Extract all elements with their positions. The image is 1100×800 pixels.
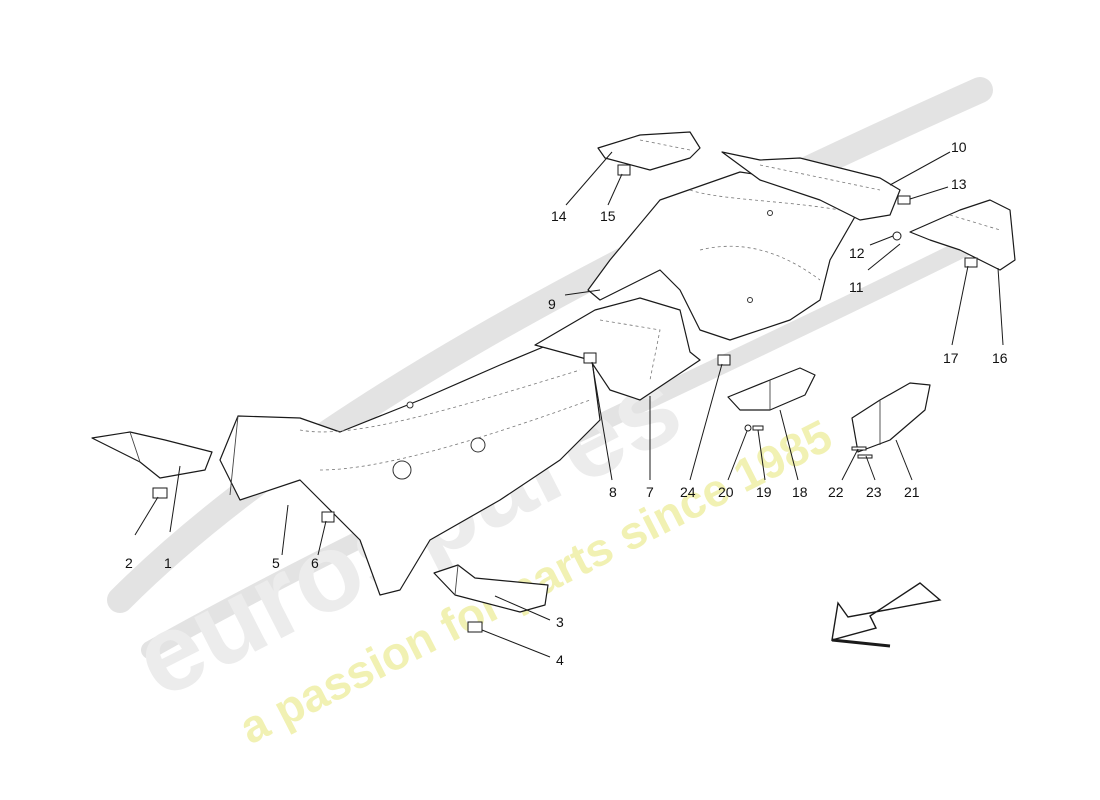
callout-23: 23 [866,484,882,500]
bolt-part-23 [857,454,873,459]
callout-9: 9 [548,296,556,312]
heat-shield-part-5 [219,339,601,596]
heat-shield-part-14 [597,131,701,171]
heat-shield-part-7 [534,297,701,401]
clip-part-13 [897,195,911,205]
callout-3: 3 [556,614,564,630]
callout-4: 4 [556,652,564,668]
clip-part-6 [321,511,335,523]
callout-20: 20 [718,484,734,500]
bolt-part-12 [892,231,902,241]
heat-shield-part-18 [727,367,816,411]
heat-shield-part-3 [433,564,549,613]
callout-21: 21 [904,484,920,500]
callout-19: 19 [756,484,772,500]
clip-part-2 [152,487,168,499]
callout-7: 7 [646,484,654,500]
callout-8: 8 [609,484,617,500]
callout-15: 15 [600,208,616,224]
heat-shield-part-21 [851,382,931,453]
leader-lines [134,151,1004,658]
clip-part-8 [583,352,597,364]
callout-labels: 1 2 3 4 5 6 7 8 9 10 11 12 13 14 15 16 1… [125,139,1008,668]
callout-10: 10 [951,139,967,155]
callout-1: 1 [164,555,172,571]
callout-14: 14 [551,208,567,224]
callout-5: 5 [272,555,280,571]
heat-shield-part-16 [909,199,1016,271]
clip-part-15 [617,164,631,176]
clip-part-4 [467,621,483,633]
callout-18: 18 [792,484,808,500]
callout-12: 12 [849,245,865,261]
bolt-part-19 [752,425,764,431]
heat-shield-part-1 [91,431,213,479]
callout-13: 13 [951,176,967,192]
clip-part-24 [717,354,731,366]
heat-shield-part-9 [587,171,861,341]
clip-part-17 [964,257,978,268]
callout-6: 6 [311,555,319,571]
direction-arrow-icon [831,582,942,648]
callout-11: 11 [849,279,864,295]
callout-16: 16 [992,350,1008,366]
callout-2: 2 [125,555,133,571]
nut-part-20 [744,424,752,432]
callout-22: 22 [828,484,844,500]
callout-17: 17 [943,350,959,366]
heat-shield-part-10 [721,151,901,221]
bolt-part-22 [851,446,867,451]
callout-24: 24 [680,484,696,500]
